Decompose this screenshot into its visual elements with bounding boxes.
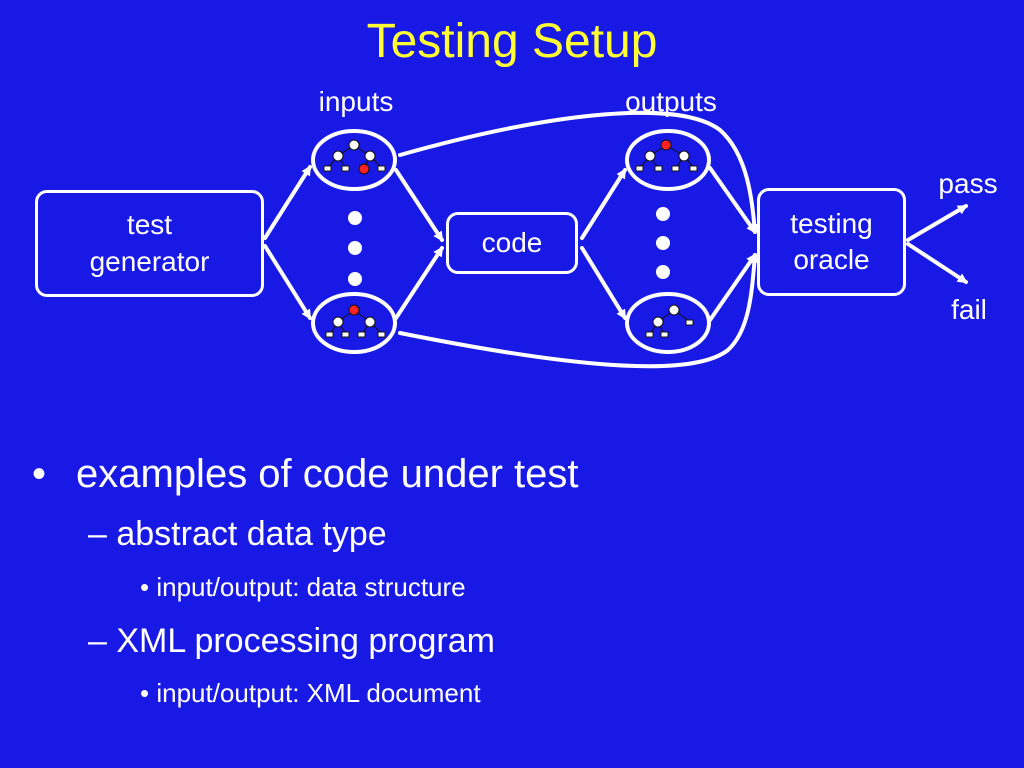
arrow-generator-to-input-top bbox=[263, 165, 312, 240]
sub-bullet-dash: – bbox=[88, 515, 117, 553]
sub-sub-bullet-text: input/output: data structure bbox=[156, 572, 466, 602]
sub-sub-bullet-dot: • bbox=[140, 678, 157, 708]
bullet-text: examples of code under test bbox=[76, 452, 579, 496]
curve-input-top-to-oracle bbox=[398, 110, 760, 234]
inputs-label: inputs bbox=[318, 86, 394, 117]
sub-bullet-text: XML processing program bbox=[116, 622, 495, 660]
testing-oracle-line-2: oracle bbox=[793, 244, 870, 275]
arrow-generator-to-input-bottom bbox=[263, 244, 312, 320]
testing-oracle-box: testing oracle bbox=[757, 188, 906, 296]
sub-sub-bullet-text: input/output: XML document bbox=[156, 678, 481, 708]
arrow-output-top-to-oracle bbox=[708, 166, 757, 234]
test-generator-line-1: test bbox=[126, 209, 173, 241]
arrow-oracle-to-pass bbox=[906, 204, 968, 242]
arrow-input-top-to-code bbox=[394, 168, 444, 242]
code-label: code bbox=[481, 226, 543, 258]
input-instance-top bbox=[311, 129, 397, 191]
sub-sub-bullet-item: • input/output: XML document bbox=[140, 678, 481, 709]
arrow-code-to-output-top bbox=[580, 168, 627, 240]
sub-bullet-item: – abstract data type bbox=[88, 515, 387, 554]
testing-oracle-line-1: testing bbox=[790, 207, 873, 239]
sub-sub-bullet-item: • input/output: data structure bbox=[140, 572, 466, 603]
output-instance-top bbox=[625, 129, 711, 191]
ellipsis-dots-icon bbox=[348, 207, 670, 286]
arrow-oracle-to-fail bbox=[906, 242, 968, 284]
tree-icon bbox=[323, 139, 698, 338]
test-generator-box: test generator bbox=[35, 190, 264, 297]
sub-sub-bullet-dot: • bbox=[140, 572, 157, 602]
arrow-input-bottom-to-code bbox=[394, 246, 444, 320]
pass-label: pass bbox=[938, 168, 998, 199]
code-box: code bbox=[446, 212, 578, 274]
fail-label: fail bbox=[951, 294, 987, 325]
input-instance-bottom bbox=[311, 292, 397, 354]
outputs-label: outputs bbox=[625, 86, 717, 117]
slide-title: Testing Setup bbox=[366, 15, 658, 68]
curve-input-bottom-to-oracle bbox=[398, 253, 760, 369]
sub-bullet-dash: – bbox=[88, 622, 117, 660]
bullet-dot: • bbox=[32, 452, 47, 496]
sub-bullet-text: abstract data type bbox=[116, 515, 387, 553]
output-instance-bottom bbox=[625, 292, 711, 354]
test-generator-line-2: generator bbox=[89, 245, 210, 277]
arrow-output-bottom-to-oracle bbox=[708, 253, 757, 322]
sub-bullet-item: – XML processing program bbox=[88, 622, 495, 661]
arrow-code-to-output-bottom bbox=[580, 246, 627, 320]
